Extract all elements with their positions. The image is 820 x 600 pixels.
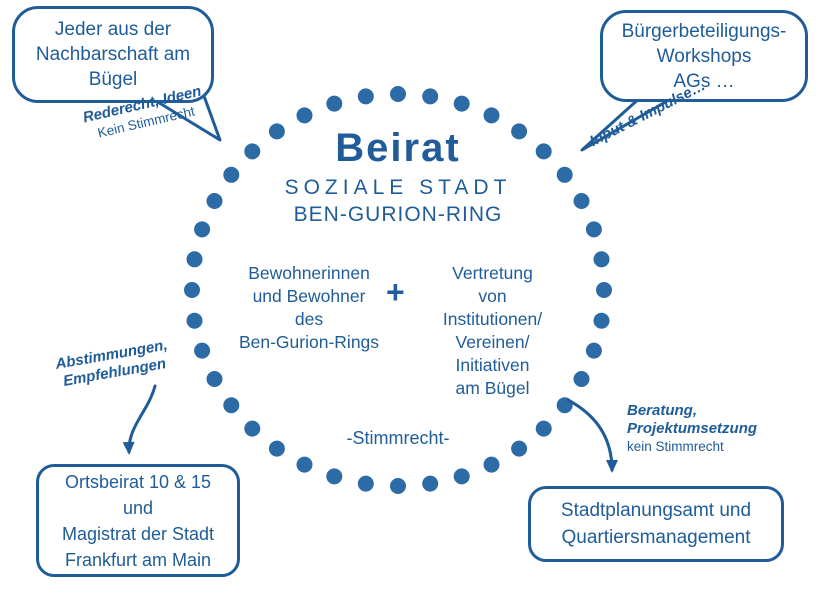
annotation-normal: kein Stimmrecht (627, 439, 724, 454)
bubble-line: Bürgerbeteiligungs- (621, 20, 787, 42)
annotation-beratung: Beratung, Projektumsetzung kein Stimmrec… (627, 402, 787, 455)
group-line: am Bügel (455, 378, 530, 398)
box-line: Ortsbeirat 10 & 15 (64, 471, 212, 492)
group-line: Ben-Gurion-Rings (238, 332, 380, 352)
bubble-line: Jeder aus der (54, 19, 172, 40)
group-line: Vereinen/ (455, 332, 530, 352)
box-line: Magistrat der Stadt (61, 523, 215, 544)
group-line: Bewohnerinnen (248, 263, 370, 283)
box-line: Stadtplanungsamt und (560, 500, 752, 521)
voting-right-label: -Stimmrecht- (346, 428, 450, 448)
group-line: des (294, 309, 324, 329)
box-line: Quartiersmanagement (561, 527, 751, 548)
bubble-line: Nachbarschaft am (35, 44, 191, 65)
plus-sign: + (386, 274, 405, 310)
circle-subtitle-2: BEN-GURION-RING (293, 203, 503, 226)
group-line: Vertretung (452, 263, 533, 283)
box-ortsbeirat: Ortsbeirat 10 & 15 und Magistrat der Sta… (36, 464, 240, 577)
circle-title: Beirat (335, 126, 461, 170)
box-line: und (122, 497, 154, 518)
group-line: Institutionen/ (442, 309, 543, 329)
box-stadtplanungsamt: Stadtplanungsamt und Quartiersmanagement (528, 486, 784, 562)
group-line: von (478, 286, 507, 306)
residents-group: Bewohnerinnen und Bewohner des Ben-Gurio… (213, 262, 405, 354)
bubble-line: Bügel (88, 69, 138, 90)
dotted-circle (184, 86, 612, 494)
institutions-group: Vertretung von Institutionen/ Vereinen/ … (410, 262, 575, 400)
bubble-line: Workshops (656, 45, 752, 67)
group-line: Initiativen (455, 355, 530, 375)
arrow-bottom-left (122, 384, 157, 455)
arrow-bottom-right (566, 398, 618, 473)
circle-subtitle-1: SOZIALE STADT (284, 176, 512, 199)
bubble-line: AGs … (673, 70, 735, 92)
annotation-bold: Projektumsetzung (627, 420, 758, 437)
circle-title-block: Beirat SOZIALE STADT BEN-GURION-RING (238, 126, 558, 227)
group-line: und Bewohner (252, 286, 366, 306)
annotation-bold: Beratung, (627, 402, 698, 419)
bubble-neighborhood: Jeder aus der Nachbarschaft am Bügel (12, 6, 214, 103)
box-line: Frankfurt am Main (64, 549, 212, 570)
bubble-workshops: Bürgerbeteiligungs- Workshops AGs … (600, 10, 808, 102)
